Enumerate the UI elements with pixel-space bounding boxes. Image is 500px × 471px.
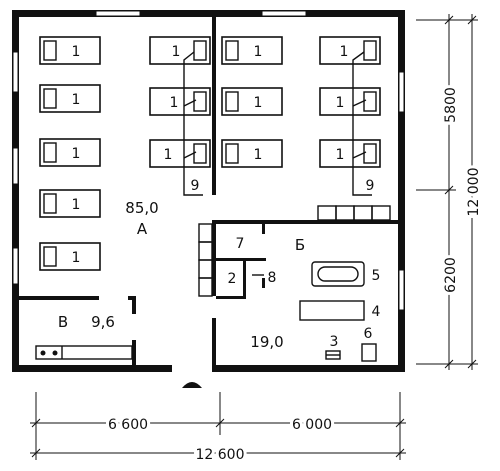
room-b-area: 19,0 (250, 333, 283, 351)
bed: 1 (149, 87, 211, 116)
bed: 1 (221, 87, 283, 116)
entrance-arrow-icon (182, 382, 202, 388)
closets (198, 223, 213, 297)
svg-text:1: 1 (72, 197, 81, 213)
bed: 1 (39, 242, 101, 271)
washbasin (325, 350, 341, 360)
svg-text:1: 1 (254, 147, 263, 163)
bed: 1 (149, 36, 211, 65)
room-v-counter (35, 345, 133, 360)
label-4: 4 (372, 304, 381, 320)
room-v-letter: В (58, 313, 68, 331)
svg-text:1: 1 (72, 44, 81, 60)
room-a-letter: А (137, 220, 148, 238)
bed: 1 (319, 139, 381, 168)
room-v-area: 9,6 (91, 313, 115, 331)
label-8: 8 (268, 270, 277, 286)
label-9-left: 9 (191, 178, 200, 194)
wardrobes (317, 205, 391, 221)
room-b-letter: Б (295, 236, 305, 254)
right-dimensions (416, 14, 478, 370)
label-7: 7 (236, 236, 245, 252)
cabinet-6 (361, 343, 377, 362)
outer-walls (12, 10, 405, 372)
bed: 1 (39, 138, 101, 167)
svg-text:1: 1 (336, 95, 345, 111)
label-6: 6 (364, 326, 373, 342)
bed: 1 (149, 139, 211, 168)
svg-text:1: 1 (172, 44, 181, 60)
bed: 1 (319, 87, 381, 116)
windows (12, 10, 405, 311)
dim-right-top: 5800 (443, 87, 459, 123)
dim-bottom-right: 6 000 (292, 417, 332, 433)
label-3: 3 (330, 334, 339, 350)
counter (299, 300, 365, 321)
svg-text:1: 1 (254, 44, 263, 60)
room-a-area: 85,0 (125, 199, 158, 217)
dim-bottom-left: 6 600 (108, 417, 148, 433)
bathtub (311, 261, 365, 287)
bed: 1 (319, 36, 381, 65)
bed: 1 (39, 84, 101, 113)
beds: 1 1 1 1 1 1 1 1 1 1 1 1 1 1 (39, 36, 381, 271)
svg-text:1: 1 (72, 92, 81, 108)
bed: 1 (221, 139, 283, 168)
svg-text:1: 1 (340, 44, 349, 60)
bed: 1 (39, 189, 101, 218)
svg-text:1: 1 (72, 250, 81, 266)
leader-lines-9 (183, 51, 372, 196)
svg-text:1: 1 (164, 147, 173, 163)
svg-text:1: 1 (72, 146, 81, 162)
dim-right-total: 12 000 (466, 168, 482, 217)
label-2: 2 (228, 271, 237, 287)
label-9-right: 9 (366, 178, 375, 194)
interior-walls (19, 17, 398, 365)
bottom-dimensions (30, 392, 406, 460)
svg-text:1: 1 (170, 95, 179, 111)
bed: 1 (221, 36, 283, 65)
bed: 1 (39, 36, 101, 65)
dim-bottom-total: 12 600 (196, 447, 245, 463)
svg-text:1: 1 (254, 95, 263, 111)
label-5: 5 (372, 268, 381, 284)
svg-text:1: 1 (336, 147, 345, 163)
dim-right-bottom: 6200 (443, 257, 459, 293)
